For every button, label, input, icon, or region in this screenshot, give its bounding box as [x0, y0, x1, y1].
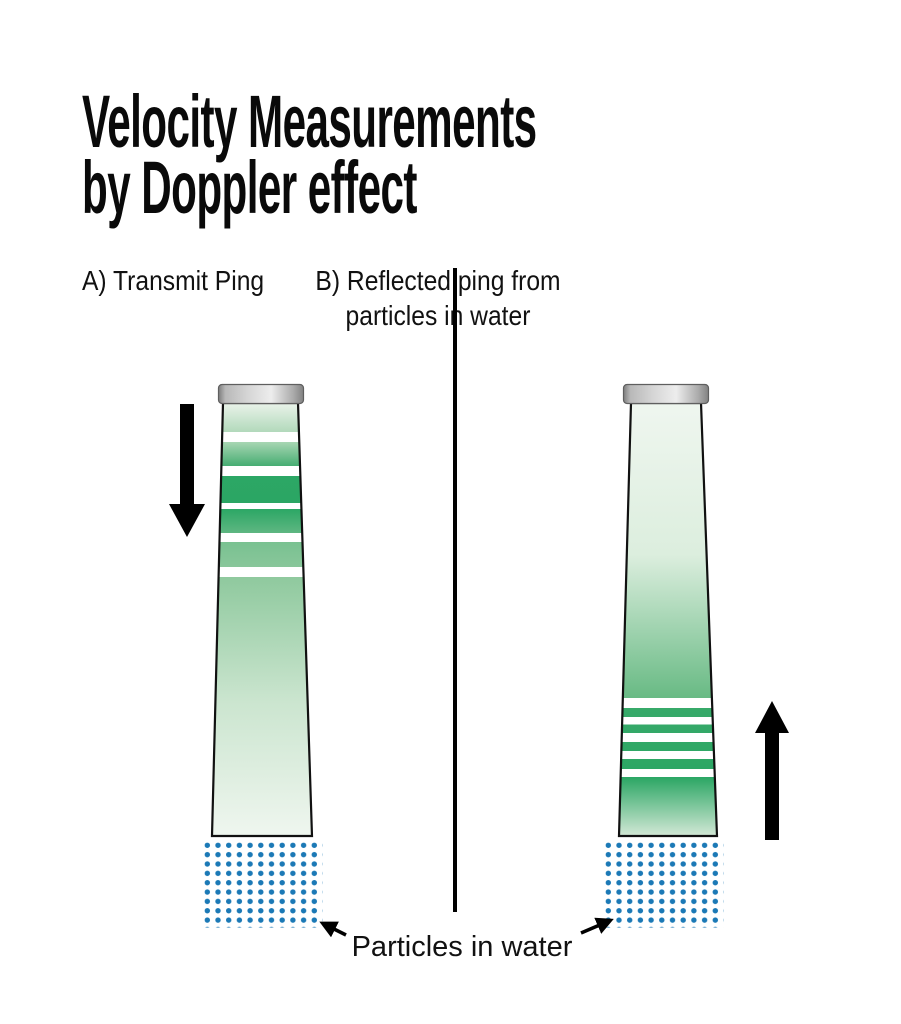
title-line-1: Velocity Measurements: [82, 80, 537, 163]
annotation-arrow-left-icon: [319, 921, 347, 938]
wave-gap: [212, 567, 312, 577]
wave-gap: [619, 733, 717, 742]
particles-field-b: [605, 842, 724, 928]
beam-a-wave-gaps: [212, 432, 312, 577]
panel-b-label: B) Reflected ping from particles in wate…: [306, 263, 570, 333]
panel-b-label-line-1: B) Reflected ping from: [315, 265, 561, 296]
up-arrow-icon: [755, 701, 789, 840]
panel-a-label: A) Transmit Ping: [82, 265, 265, 296]
transducer-b: [622, 383, 710, 405]
wave-gap: [212, 466, 312, 476]
wave-gap: [212, 503, 312, 509]
beam-a: [210, 383, 314, 838]
wave-gap: [212, 533, 312, 542]
beam-b: [617, 383, 719, 838]
down-arrow-icon: [169, 404, 205, 537]
wave-gap: [619, 769, 717, 777]
panel-b-label-line-2: particles in water: [345, 300, 531, 331]
particles-in-water-label: Particles in water: [351, 931, 573, 963]
beam-a-fill: [212, 403, 312, 836]
annotation-arrow-right-icon: [580, 917, 614, 935]
wave-gap: [619, 698, 717, 708]
title-line-2: by Doppler effect: [82, 146, 417, 229]
beam-b-wave-gaps: [619, 698, 717, 777]
panel-divider: [453, 268, 457, 912]
beam-b-fill: [619, 403, 717, 836]
wave-gap: [619, 717, 717, 725]
diagram-title: Velocity Measurements by Doppler effect: [82, 80, 537, 229]
wave-gap: [619, 751, 717, 759]
particles-field-a: [204, 842, 323, 928]
wave-gap: [212, 432, 312, 442]
transducer-a: [217, 383, 305, 405]
